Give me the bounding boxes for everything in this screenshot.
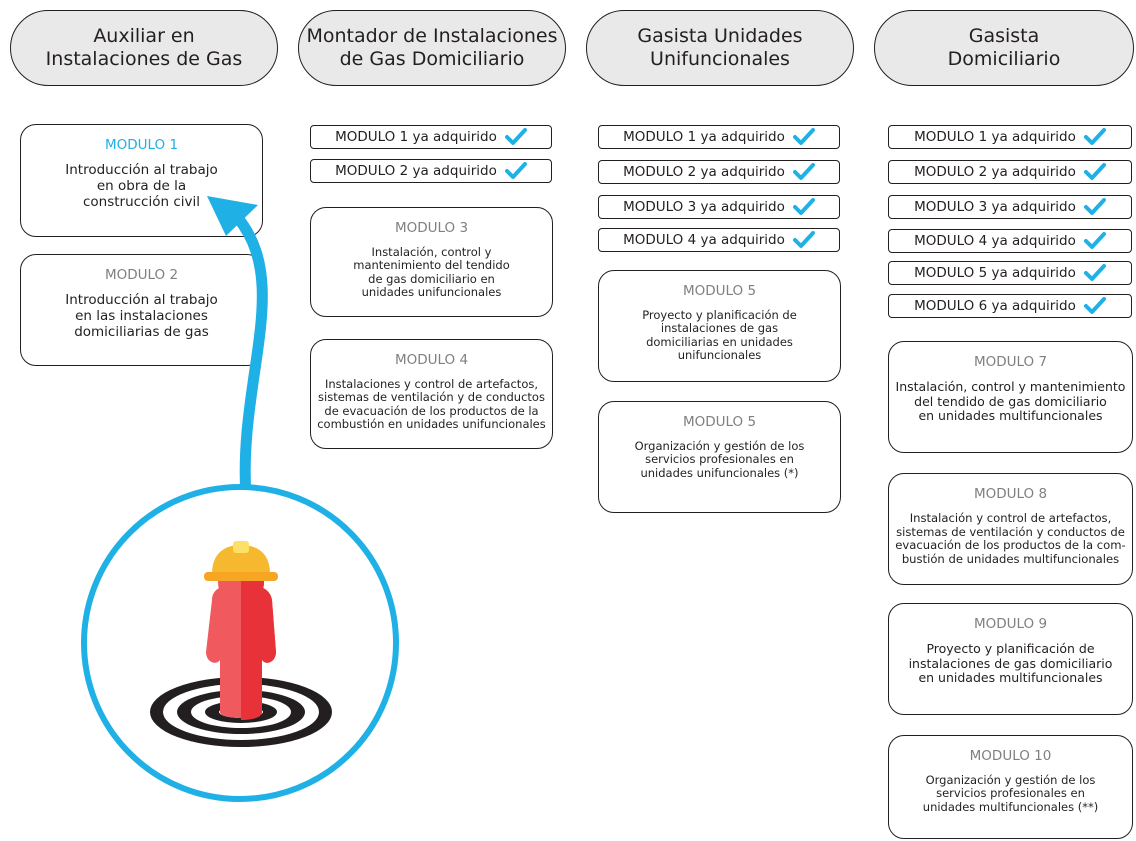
module-title: MODULO 5 — [682, 283, 757, 299]
check-icon — [1083, 264, 1106, 281]
module-card: MODULO 4 Instalaciones y control de arte… — [310, 339, 553, 449]
module-title: MODULO 5 — [682, 414, 757, 430]
header-montador: Montador de Instalaciones de Gas Domicil… — [298, 10, 566, 86]
module-description: Introducción al trabajo en obra de la co… — [65, 162, 218, 210]
module-title: MODULO 10 — [969, 748, 1052, 764]
module-title: MODULO 1 — [104, 137, 179, 153]
module-description: Organización y gestión de los servicios … — [634, 439, 805, 480]
acquired-module: MODULO 1 ya adquirido — [888, 125, 1132, 149]
module-card: MODULO 5 Organización y gestión de los s… — [598, 401, 841, 513]
acquired-module: MODULO 2 ya adquirido — [888, 160, 1132, 184]
check-icon — [792, 198, 815, 215]
acquired-module: MODULO 3 ya adquirido — [598, 195, 840, 219]
check-icon — [792, 231, 815, 248]
acquired-label: MODULO 3 ya adquirido — [914, 199, 1076, 215]
acquired-label: MODULO 3 ya adquirido — [623, 199, 785, 215]
check-icon — [1083, 297, 1106, 314]
header-label: Gasista Unidades Unifuncionales — [637, 25, 803, 70]
acquired-module: MODULO 6 ya adquirido — [888, 294, 1132, 318]
module-card: MODULO 5 Proyecto y planificación de ins… — [598, 270, 841, 382]
check-icon — [1083, 232, 1106, 249]
acquired-label: MODULO 4 ya adquirido — [914, 233, 1076, 249]
module-description: Instalación, control y mantenimiento del… — [895, 379, 1126, 424]
acquired-label: MODULO 1 ya adquirido — [335, 129, 497, 145]
module-title: MODULO 9 — [973, 616, 1048, 632]
check-icon — [792, 163, 815, 180]
module-description: Instalación y control de artefactos, sis… — [895, 511, 1126, 566]
module-card: MODULO 8 Instalación y control de artefa… — [888, 473, 1133, 585]
acquired-label: MODULO 2 ya adquirido — [914, 164, 1076, 180]
module-description: Instalación, control y mantenimiento del… — [353, 245, 510, 300]
header-auxiliar: Auxiliar en Instalaciones de Gas — [10, 10, 278, 86]
module-description: Proyecto y planificación de instalacione… — [642, 308, 797, 363]
module-description: Introducción al trabajo en las instalaci… — [65, 292, 218, 340]
header-label: Auxiliar en Instalaciones de Gas — [45, 25, 243, 70]
header-label: Montador de Instalaciones de Gas Domicil… — [306, 25, 558, 70]
module-title: MODULO 7 — [973, 354, 1048, 370]
acquired-label: MODULO 5 ya adquirido — [914, 265, 1076, 281]
header-label: Gasista Domiciliario — [947, 25, 1061, 70]
check-icon — [1083, 198, 1106, 215]
module-card: MODULO 9 Proyecto y planificación de ins… — [888, 603, 1133, 715]
check-icon — [1083, 163, 1106, 180]
module-card: MODULO 10 Organización y gestión de los … — [888, 735, 1133, 839]
check-icon — [504, 162, 527, 179]
header-gasista-domiciliario: Gasista Domiciliario — [874, 10, 1134, 86]
check-icon — [1083, 128, 1106, 145]
acquired-module: MODULO 4 ya adquirido — [888, 229, 1132, 253]
module-description: Instalaciones y control de artefactos, s… — [317, 377, 546, 432]
module-title: MODULO 8 — [973, 486, 1048, 502]
module-card: MODULO 2 Introducción al trabajo en las … — [20, 254, 263, 366]
module-description: Proyecto y planificación de instalacione… — [908, 641, 1113, 686]
acquired-label: MODULO 6 ya adquirido — [914, 298, 1076, 314]
module-card: MODULO 7 Instalación, control y mantenim… — [888, 341, 1133, 453]
acquired-module: MODULO 5 ya adquirido — [888, 261, 1132, 285]
module-title: MODULO 2 — [104, 267, 179, 283]
acquired-module: MODULO 2 ya adquirido — [598, 160, 840, 184]
acquired-label: MODULO 1 ya adquirido — [623, 129, 785, 145]
check-icon — [792, 128, 815, 145]
acquired-module: MODULO 4 ya adquirido — [598, 228, 840, 252]
module-description: Organización y gestión de los servicios … — [922, 773, 1099, 814]
module-card: MODULO 3 Instalación, control y mantenim… — [310, 207, 553, 317]
worker-icon — [204, 541, 278, 720]
module-title: MODULO 3 — [394, 220, 469, 236]
module-title: MODULO 4 — [394, 352, 469, 368]
acquired-module: MODULO 1 ya adquirido — [598, 125, 840, 149]
acquired-label: MODULO 2 ya adquirido — [335, 163, 497, 179]
curved-arrow-icon — [207, 196, 268, 497]
acquired-label: MODULO 1 ya adquirido — [914, 129, 1076, 145]
acquired-label: MODULO 2 ya adquirido — [623, 164, 785, 180]
header-gasista-unifuncionales: Gasista Unidades Unifuncionales — [586, 10, 854, 86]
acquired-label: MODULO 4 ya adquirido — [623, 232, 785, 248]
acquired-module: MODULO 3 ya adquirido — [888, 195, 1132, 219]
check-icon — [504, 128, 527, 145]
acquired-module: MODULO 1 ya adquirido — [310, 125, 552, 149]
acquired-module: MODULO 2 ya adquirido — [310, 159, 552, 183]
